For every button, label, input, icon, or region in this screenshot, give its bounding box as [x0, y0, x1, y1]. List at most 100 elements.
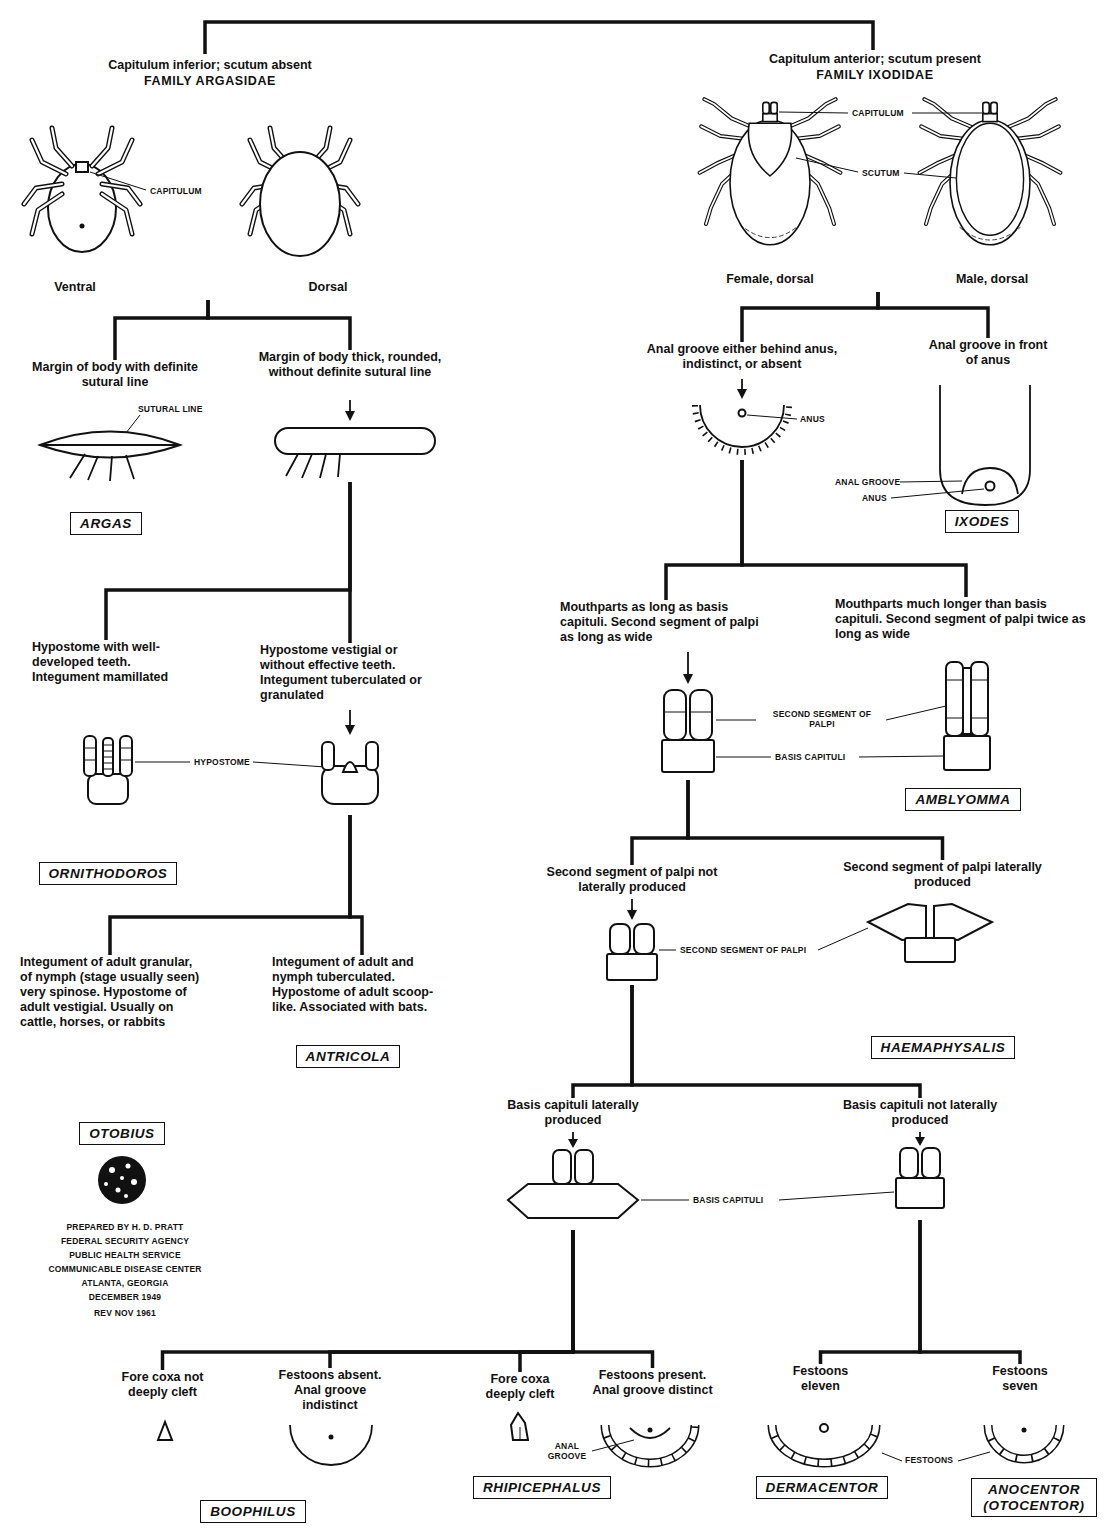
basis-plain-figure	[896, 1148, 944, 1208]
ixodid-tick-female-part	[763, 114, 777, 122]
basis-plain-figure-part	[922, 1148, 940, 1178]
festoons-eleven-figure-part	[772, 1425, 876, 1463]
anal-region-figure	[695, 405, 789, 452]
coxa-figure	[158, 1422, 172, 1440]
credit-line: COMMUNICABLE DISEASE CENTER	[48, 1264, 201, 1274]
festoons-eleven-figure-part	[772, 1425, 876, 1463]
ixodid-tick-male-part	[991, 102, 997, 113]
rounded-margin-figure-part	[275, 428, 435, 454]
sutural-line-figure-part	[40, 444, 180, 446]
argasid-tick-dorsal	[242, 128, 358, 256]
argasid-tick-ventral-part	[24, 128, 140, 234]
short-mouthparts-figure-part	[664, 712, 712, 713]
part-label: ANUS	[862, 493, 887, 503]
basis-produced-figure-part	[508, 1184, 638, 1218]
argasid-tick-ventral	[24, 128, 140, 252]
part-label: ANAL GROOVE	[835, 477, 900, 487]
key-couplet: Hypostome vestigial or without effective…	[260, 643, 440, 815]
genus-name: HAEMAPHYSALIS	[881, 1040, 1006, 1056]
basis-produced-figure-part	[575, 1150, 593, 1184]
ixodes-anal-figure-part	[940, 385, 1030, 505]
genus-name: DERMACENTOR	[766, 1480, 879, 1496]
key-bracket	[632, 780, 688, 865]
key-bracket	[348, 482, 352, 643]
couplet-text: Mouthparts much longer than basis capitu…	[835, 597, 1097, 642]
anal-region-figure-part	[739, 410, 746, 417]
family-name: FAMILY IXODIDAE	[715, 68, 1035, 83]
sutural-line-figure-part	[70, 454, 134, 481]
genus-box: DERMACENTOR	[756, 1476, 889, 1499]
sutural-line-figure	[40, 432, 180, 482]
hypostome-toothed-figure-part	[120, 736, 132, 776]
view-label: Female, dorsal	[726, 272, 814, 287]
key-bracket	[330, 1230, 573, 1368]
key-couplet: Fore coxa not deeply cleft	[105, 1370, 220, 1400]
credit-line: ATLANTA, GEORGIA	[82, 1278, 169, 1288]
key-couplet: Second segment of palpi not laterally pr…	[532, 865, 732, 985]
genus-box: OTOBIUS	[79, 1122, 164, 1145]
genus-box: IXODES	[945, 510, 1020, 533]
no-festoons-figure	[290, 1425, 372, 1465]
leader-line	[796, 158, 956, 178]
ixodes-anal-figure	[940, 385, 1030, 505]
arrow-head	[683, 674, 693, 684]
otobius-emblem-part	[131, 1179, 137, 1185]
key-couplet: Mouthparts as long as basis capituli. Se…	[560, 600, 772, 780]
part-label: SUTURAL LINE	[138, 404, 203, 414]
leader-line	[716, 706, 946, 757]
genus-name: RHIPICEPHALUS	[483, 1480, 601, 1496]
ixodid-tick-female-part	[771, 102, 777, 113]
couplet-text: Basis capituli laterally produced	[493, 1098, 653, 1128]
key-couplet: Integument of adult and nymph tuberculat…	[272, 955, 452, 1015]
couplet-text: Capitulum anterior; scutum present	[715, 52, 1035, 67]
rounded-margin-figure	[275, 428, 435, 478]
cleft-coxa-figure-part	[520, 1427, 521, 1440]
genus-box: HAEMAPHYSALIS	[871, 1036, 1016, 1059]
basis-plain-figure-part	[896, 1178, 944, 1208]
key-bracket	[208, 300, 350, 350]
palpi-produced-figure-part	[868, 904, 926, 940]
hypostome-toothed-figure-part	[103, 745, 113, 769]
anal-region-figure-part	[700, 405, 784, 447]
basis-produced-figure-part	[553, 1150, 571, 1184]
palpi-plain-figure-part	[610, 924, 630, 954]
couplet-text: Second segment of palpi laterally produc…	[840, 860, 1045, 890]
festoons-figure-part	[648, 1428, 653, 1433]
key-couplet: Anal groove in front of anus	[928, 338, 1048, 368]
ixodid-tick-male	[920, 99, 1061, 245]
arrow	[349, 710, 351, 727]
ixodid-tick-male-part	[960, 227, 1021, 240]
key-bracket	[110, 815, 350, 955]
otobius-emblem-part	[120, 1176, 124, 1180]
no-festoons-figure-part	[329, 1435, 334, 1440]
part-label: BASIS CAPITULI	[693, 1195, 763, 1205]
hypostome-vestigial-figure-part	[322, 742, 334, 770]
couplet-text: Margin of body with definite sutural lin…	[30, 360, 200, 390]
otobius-emblem-part	[126, 1164, 131, 1169]
basis-plain-figure-part	[900, 1148, 918, 1178]
genus-name: OTOBIUS	[89, 1126, 154, 1142]
long-mouthparts-figure-part	[946, 662, 963, 736]
part-label: HYPOSTOME	[194, 757, 250, 767]
long-mouthparts-figure-part	[944, 736, 990, 770]
genus-name: ANTRICOLA	[306, 1049, 391, 1065]
otobius-emblem	[98, 1156, 146, 1204]
hypostome-toothed-figure-part	[88, 774, 128, 804]
key-couplet: Basis capituli not laterally produced	[839, 1098, 1001, 1220]
couplet-text: Margin of body thick, rounded, without d…	[255, 350, 445, 380]
credit-line: REV NOV 1961	[94, 1308, 156, 1318]
view-label: Dorsal	[309, 280, 348, 295]
festoons-seven-figure-part	[988, 1425, 1060, 1459]
couplet-text: Basis capituli not laterally produced	[839, 1098, 1001, 1128]
couplet-text: Integument of adult and nymph tuberculat…	[272, 955, 452, 1015]
couplet-text: Festoons seven	[985, 1364, 1055, 1394]
key-bracket	[115, 300, 208, 360]
palpi-produced-figure-part	[905, 938, 955, 962]
key-couplet: Integument of adult granular, of nymph (…	[20, 955, 200, 1030]
key-couplet: Second segment of palpi laterally produc…	[840, 860, 1045, 890]
key-bracket	[666, 460, 742, 600]
genus-name: AMBLYOMMA	[915, 792, 1010, 808]
genus-name: BOOPHILUS	[210, 1504, 296, 1520]
couplet-text: Hypostome vestigial or without effective…	[260, 643, 440, 703]
couplet-text: Festoons absent. Anal groove indistinct	[266, 1368, 394, 1413]
